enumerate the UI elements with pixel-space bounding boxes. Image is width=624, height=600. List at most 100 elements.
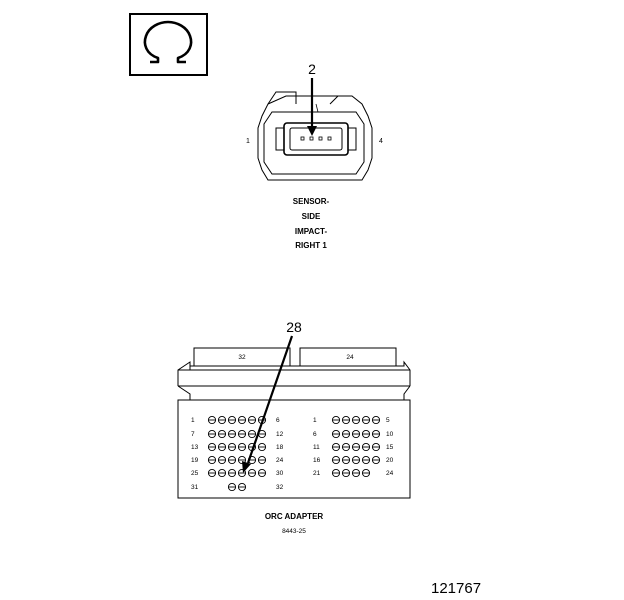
orc-left-row-end-4: 24: [276, 457, 284, 464]
pin-cavity: [227, 455, 237, 465]
pin-cavity: [217, 415, 227, 425]
pin-cavity: [207, 455, 217, 465]
orc-left-row-start-6: 31: [191, 484, 199, 491]
pin-cavity: [361, 442, 371, 452]
orc-left-row-end-1: 6: [276, 417, 280, 424]
sensor-caption-line-4: RIGHT 1: [295, 241, 327, 250]
orc-left-row-start-3: 13: [191, 444, 199, 451]
orc-left-row-start-2: 7: [191, 431, 195, 438]
pin-cavity: [371, 415, 381, 425]
pin-cavity: [207, 468, 217, 478]
sensor-callout-arrow: [307, 78, 317, 136]
pin-cavity: [351, 468, 361, 478]
sensor-pin-label-left: 1: [246, 138, 250, 145]
ohm-icon: [143, 20, 193, 64]
orc-left-row-end-5: 30: [276, 470, 284, 477]
pin-cavity: [237, 455, 247, 465]
pin-cavity: [227, 468, 237, 478]
sensor-caption: SENSOR- SIDE IMPACT- RIGHT 1: [293, 197, 330, 250]
sensor-caption-line-3: IMPACT-: [295, 227, 328, 236]
orc-right-pin-cavities: [331, 415, 381, 478]
pin-cavity: [341, 455, 351, 465]
pin-cavity: [257, 455, 267, 465]
orc-left-row-start-4: 19: [191, 457, 199, 464]
pin-cavity: [247, 429, 257, 439]
orc-header-left-label: 32: [238, 354, 246, 361]
pin-cavity: [351, 442, 361, 452]
pin-cavity: [331, 429, 341, 439]
orc-left-block: 1 7 13 19 25 31 6 12 18 24 30 32: [191, 415, 284, 492]
pin-cavity: [371, 455, 381, 465]
orc-right-row-start-2: 6: [313, 431, 317, 438]
orc-header-right-label: 24: [346, 354, 354, 361]
pin-cavity: [237, 468, 247, 478]
sensor-connector: 2 1 4 SENSOR- SIDE IMP: [246, 61, 383, 250]
orc-callout-arrow: [242, 335, 294, 473]
pin-cavity: [227, 415, 237, 425]
orc-right-row-start-5: 21: [313, 470, 321, 477]
orc-right-row-start-3: 11: [313, 444, 320, 451]
sensor-terminal-pins: [300, 136, 332, 141]
pin-cavity: [217, 442, 227, 452]
pin-cavity: [217, 468, 227, 478]
figure-number: 121767: [431, 580, 481, 597]
pin-cavity: [217, 455, 227, 465]
orc-right-row-start-1: 1: [313, 417, 317, 424]
orc-caption: ORC ADAPTER: [265, 512, 324, 521]
orc-right-row-end-5: 24: [386, 470, 394, 477]
ohm-symbol-box: [129, 13, 208, 76]
pin-cavity: [331, 455, 341, 465]
orc-right-row-end-3: 15: [386, 444, 394, 451]
orc-adapter-connector: 28 32 24 1 7 13 19 25 31 6 12 18 24 30 3…: [177, 319, 411, 535]
pin-cavity: [341, 468, 351, 478]
sensor-pin-label-right: 4: [379, 138, 383, 145]
pin-cavity: [237, 482, 247, 492]
pin-cavity: [207, 429, 217, 439]
sensor-caption-line-2: SIDE: [302, 212, 321, 221]
pin-cavity: [237, 429, 247, 439]
orc-right-row-start-4: 16: [313, 457, 321, 464]
orc-body: [177, 399, 411, 499]
orc-left-row-end-2: 12: [276, 431, 284, 438]
pin-cavity: [341, 415, 351, 425]
orc-part-number: 8443-25: [282, 528, 306, 535]
pin-cavity: [237, 415, 247, 425]
pin-cavity: [351, 429, 361, 439]
orc-callout-number: 28: [286, 319, 302, 335]
pin-cavity: [341, 442, 351, 452]
pin-cavity: [371, 442, 381, 452]
pin-cavity: [361, 455, 371, 465]
pin-cavity: [331, 415, 341, 425]
sensor-caption-line-1: SENSOR-: [293, 197, 330, 206]
pin-cavity: [351, 455, 361, 465]
pin-cavity: [371, 429, 381, 439]
pin-cavity: [361, 415, 371, 425]
pin-cavity: [331, 468, 341, 478]
pin-cavity: [237, 442, 247, 452]
pin-cavity: [227, 429, 237, 439]
orc-left-row-start-5: 25: [191, 470, 199, 477]
pin-cavity: [217, 429, 227, 439]
pin-cavity: [331, 442, 341, 452]
sensor-callout-number: 2: [308, 61, 316, 77]
pin-cavity: [207, 415, 217, 425]
pin-cavity: [227, 482, 237, 492]
pin-cavity: [361, 429, 371, 439]
orc-right-row-end-4: 20: [386, 457, 394, 464]
orc-left-row-end-6: 32: [276, 484, 284, 491]
pin-cavity: [257, 468, 267, 478]
pin-cavity: [207, 442, 217, 452]
pin-cavity: [361, 468, 371, 478]
pin-cavity: [341, 429, 351, 439]
pin-cavity: [247, 468, 257, 478]
pin-cavity: [227, 442, 237, 452]
orc-right-row-end-1: 5: [386, 417, 390, 424]
orc-right-row-end-2: 10: [386, 431, 394, 438]
orc-left-pin-cavities: [207, 415, 267, 492]
orc-left-row-end-3: 18: [276, 444, 284, 451]
pin-cavity: [351, 415, 361, 425]
orc-right-block: 1 6 11 16 21 5 10 15 20 24: [313, 415, 394, 478]
orc-left-row-start-1: 1: [191, 417, 195, 424]
pin-cavity: [257, 442, 267, 452]
